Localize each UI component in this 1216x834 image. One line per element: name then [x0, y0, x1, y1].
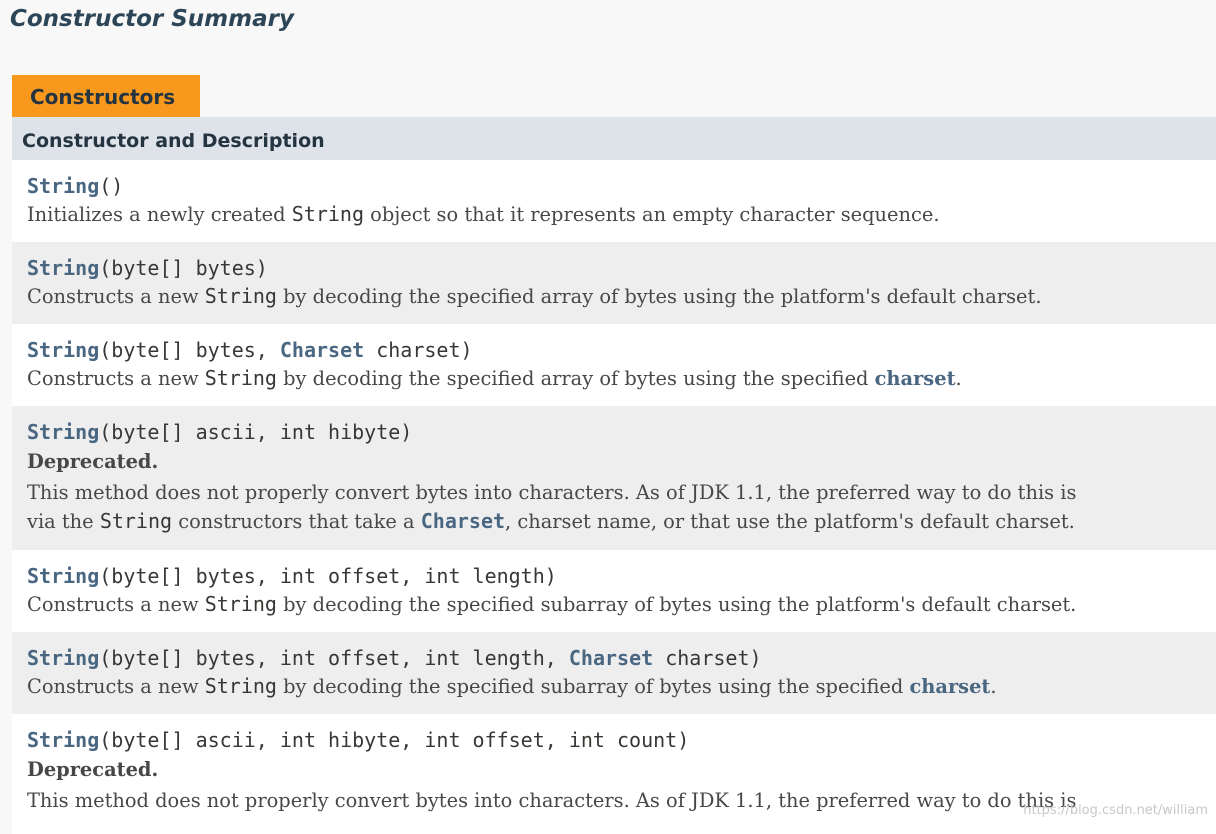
- constructor-params: charset): [364, 338, 473, 362]
- constructor-link[interactable]: String: [27, 646, 100, 670]
- description-text: , charset name, or that use the platform…: [505, 510, 1075, 533]
- description-code: String: [291, 202, 364, 226]
- constructor-description: Constructs a new String by decoding the …: [27, 672, 1216, 701]
- constructor-params: (byte[] bytes, int offset, int length,: [99, 646, 569, 670]
- constructor-description: Initializes a newly created String objec…: [27, 200, 1216, 229]
- description-code: String: [204, 674, 277, 698]
- section-title: Constructor Summary: [10, 6, 294, 32]
- description-code: String: [99, 509, 173, 533]
- charset-type-link[interactable]: Charset: [279, 338, 365, 362]
- description-text: Constructs a new: [27, 285, 205, 308]
- description-code: String: [204, 366, 277, 390]
- description-text: by decoding the specified subarray of by…: [276, 675, 910, 698]
- table-row: String(byte[] bytes, Charset charset) Co…: [12, 324, 1216, 406]
- charset-link[interactable]: charset: [909, 675, 991, 698]
- constructor-signature: String(byte[] bytes, Charset charset): [27, 324, 1216, 364]
- deprecated-label: Deprecated.: [27, 450, 159, 473]
- description-text: by decoding the specified subarray of by…: [276, 593, 1077, 616]
- description-text: via the: [27, 510, 100, 533]
- table-row: String(byte[] bytes, int offset, int len…: [12, 550, 1216, 632]
- description-text: Constructs a new: [27, 593, 205, 616]
- description-text: .: [955, 367, 962, 390]
- constructor-signature: String(byte[] bytes, int offset, int len…: [27, 632, 1216, 672]
- constructor-signature: String(byte[] bytes): [27, 242, 1216, 282]
- table-row: String() Initializes a newly created Str…: [12, 160, 1216, 242]
- table-row: String(byte[] ascii, int hibyte) Depreca…: [12, 406, 1216, 550]
- description-text: Initializes a newly created: [27, 203, 292, 226]
- constructor-description: Constructs a new String by decoding the …: [27, 282, 1216, 311]
- constructor-signature: String(byte[] bytes, int offset, int len…: [27, 550, 1216, 590]
- constructor-description: Constructs a new String by decoding the …: [27, 590, 1216, 619]
- constructor-signature: String(byte[] ascii, int hibyte, int off…: [27, 714, 1216, 754]
- constructor-link[interactable]: String: [27, 420, 100, 444]
- constructor-params: (byte[] bytes): [99, 256, 268, 280]
- constructor-description: Constructs a new String by decoding the …: [27, 364, 1216, 393]
- constructor-link[interactable]: String: [27, 564, 100, 588]
- constructor-signature: String(byte[] ascii, int hibyte): [27, 406, 1216, 446]
- constructor-signature: String(): [27, 160, 1216, 200]
- description-text: Constructs a new: [27, 675, 205, 698]
- charset-type-link[interactable]: Charset: [568, 646, 654, 670]
- constructor-link[interactable]: String: [27, 728, 100, 752]
- tab-constructors[interactable]: Constructors: [12, 75, 200, 117]
- constructor-link[interactable]: String: [27, 174, 100, 198]
- constructor-params: (byte[] ascii, int hibyte, int offset, i…: [99, 728, 690, 752]
- constructor-params: charset): [653, 646, 762, 670]
- constructor-params: (): [99, 174, 124, 198]
- description-text: by decoding the specified array of bytes…: [276, 285, 1042, 308]
- constructor-link[interactable]: String: [27, 338, 100, 362]
- deprecation-note-line: This method does not properly convert by…: [27, 789, 1077, 812]
- charset-link[interactable]: charset: [874, 367, 956, 390]
- description-code: String: [204, 284, 277, 308]
- deprecated-label: Deprecated.: [27, 758, 159, 781]
- watermark: https://blog.csdn.net/william: [1023, 803, 1208, 818]
- column-header: Constructor and Description: [12, 117, 1216, 160]
- description-text: object so that it represents an empty ch…: [363, 203, 940, 226]
- description-text: constructors that take a: [172, 510, 421, 533]
- constructor-summary-table: Constructor and Description String() Ini…: [12, 117, 1216, 834]
- table-row: String(byte[] bytes, int offset, int len…: [12, 632, 1216, 714]
- deprecation-note-line: via the String constructors that take a …: [27, 507, 1216, 536]
- deprecation-note-line: This method does not properly convert by…: [27, 481, 1077, 504]
- constructor-params: (byte[] ascii, int hibyte): [99, 420, 413, 444]
- constructor-params: (byte[] bytes,: [99, 338, 280, 362]
- table-row: String(byte[] bytes) Constructs a new St…: [12, 242, 1216, 324]
- description-text: .: [990, 675, 997, 698]
- constructor-link[interactable]: String: [27, 256, 100, 280]
- description-text: by decoding the specified array of bytes…: [276, 367, 875, 390]
- constructor-params: (byte[] bytes, int offset, int length): [99, 564, 557, 588]
- description-code: String: [204, 592, 277, 616]
- charset-type-link[interactable]: Charset: [420, 509, 506, 533]
- description-text: Constructs a new: [27, 367, 205, 390]
- table-row: String(byte[] ascii, int hibyte, int off…: [12, 714, 1216, 834]
